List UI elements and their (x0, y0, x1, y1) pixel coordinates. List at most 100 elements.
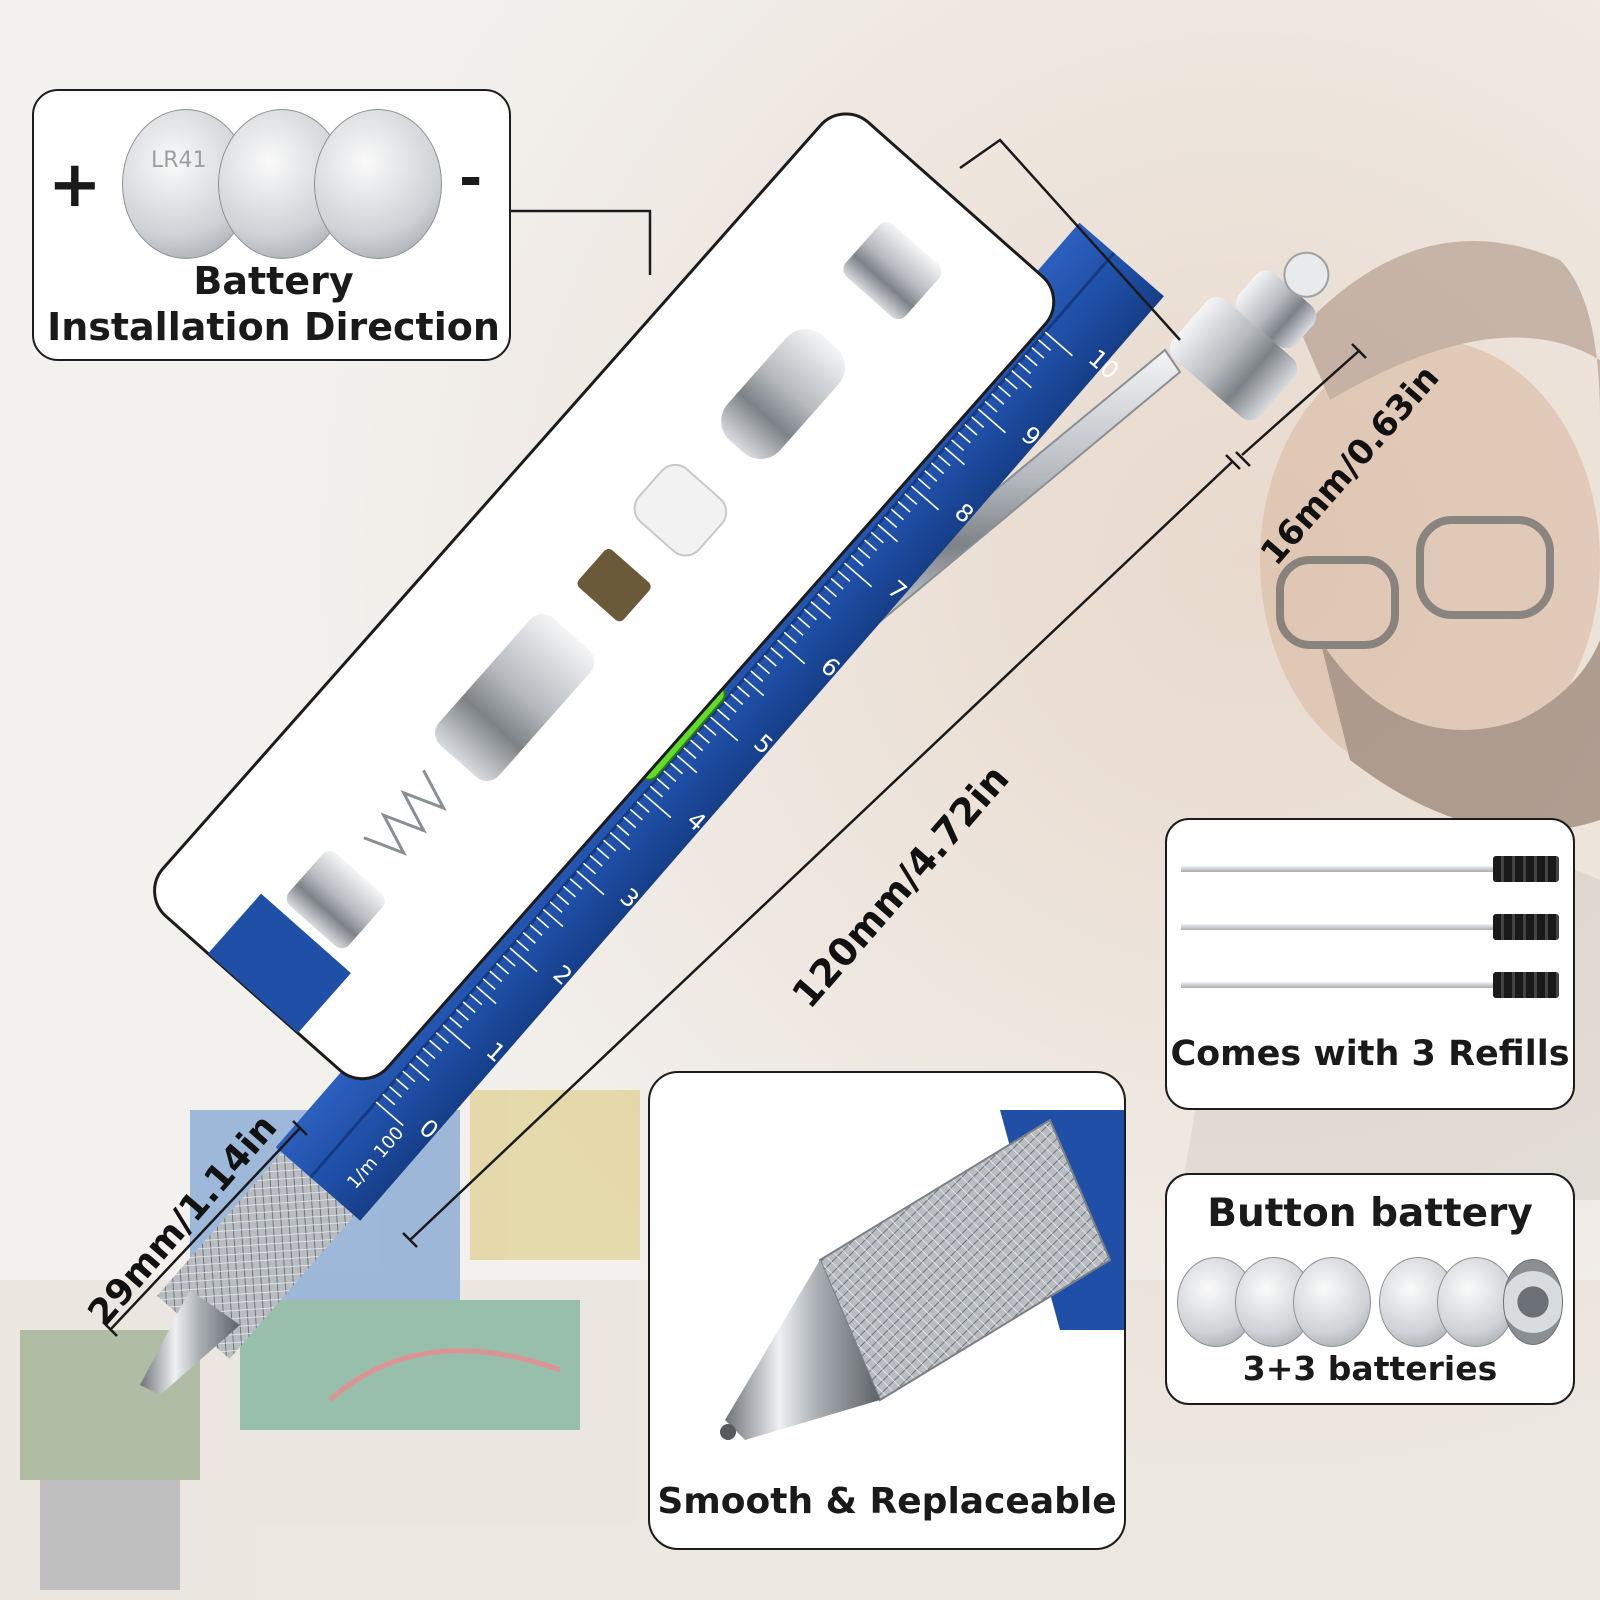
battery-installation-panel: + - LR41 Battery Installation Direction (32, 89, 511, 361)
ruler-tick (629, 808, 643, 821)
plus-sign: + (48, 148, 102, 222)
ruler-tick (730, 693, 744, 706)
ruler-tick (542, 908, 564, 928)
ruler-tick (1011, 370, 1032, 389)
ruler-tick (442, 1024, 471, 1050)
ruler-tick (904, 493, 918, 505)
ruler-tick (696, 731, 710, 744)
ruler-tick (1031, 346, 1045, 359)
ruler-tick (1024, 354, 1038, 367)
ruler-tick (643, 793, 672, 819)
ruler-tick (449, 1016, 463, 1029)
ruler-tick (850, 554, 864, 567)
ruler-tick (582, 862, 597, 875)
ruler-tick (690, 739, 704, 752)
ruler-tick (843, 562, 873, 588)
ruler-tick (435, 1032, 449, 1044)
refill-item (1181, 914, 1561, 940)
ruler-tick (870, 531, 884, 544)
ruler-tick (803, 608, 817, 621)
ruler-tick (609, 831, 631, 851)
exploded-view-panel (153, 112, 1056, 1081)
tip-closeup-art (650, 1073, 1124, 1548)
ruler-tick (408, 1062, 430, 1082)
ruler-tick (536, 916, 550, 929)
ruler-tick (910, 485, 940, 511)
ruler-tick (562, 885, 577, 898)
refill-item (1181, 856, 1561, 882)
exploded-thread-end (286, 851, 385, 949)
ruler-tick (810, 600, 832, 620)
ruler-tick (415, 1055, 429, 1067)
ruler-tick (576, 870, 605, 896)
ruler-tick (790, 624, 804, 636)
ruler-tick (623, 816, 637, 829)
battery-panel-title-2: Installation Direction (47, 305, 500, 349)
ruler-tick (502, 955, 516, 967)
battery-panel-title-1: Battery (193, 259, 354, 303)
dimension-lines (102, 138, 1367, 1337)
ruler-tick (830, 577, 844, 590)
ruler-tick (509, 947, 538, 973)
ruler-tick (971, 416, 985, 428)
ruler-tick (1038, 339, 1052, 351)
ruler-tick (482, 978, 496, 990)
ruler-tick (395, 1078, 409, 1090)
ruler-tick (890, 508, 904, 521)
ruler-tick (736, 685, 751, 698)
exploded-pen-body (208, 893, 351, 1034)
ruler-tick (777, 639, 806, 665)
ruler-tick (710, 716, 739, 742)
battery-group-a (1177, 1257, 1371, 1347)
button-battery-title: Button battery (1207, 1191, 1533, 1236)
button-battery-icon (1437, 1257, 1515, 1347)
minus-sign: - (459, 146, 483, 211)
ruler-tick (649, 785, 664, 798)
ruler-tick (656, 778, 670, 790)
ruler-tick (429, 1039, 443, 1052)
button-battery-icon (1293, 1257, 1371, 1347)
ruler-tick (964, 423, 978, 436)
ruler-tick (864, 539, 878, 552)
ruler-tick (884, 516, 898, 529)
ruler-tick (944, 447, 966, 466)
ruler-tick (489, 970, 503, 983)
pen-tip (140, 1290, 240, 1395)
ruler-tick (716, 708, 730, 721)
ruler-tick (937, 454, 951, 467)
ruler-tick (495, 962, 510, 975)
ruler-tick (589, 855, 603, 867)
tip-closeup-panel: Smooth & Replaceable (648, 1071, 1126, 1550)
button-battery-icon (314, 109, 442, 259)
ruler-tick (783, 631, 797, 644)
ruler-tick (770, 647, 784, 659)
ruler-tick (388, 1085, 403, 1098)
ruler-tick (703, 724, 717, 736)
pen-cap (1169, 296, 1298, 421)
refills-caption: Comes with 3 Refills (1170, 1034, 1570, 1074)
ruler-tick (984, 400, 998, 413)
led-light (1283, 251, 1330, 298)
ruler-tick (422, 1047, 436, 1060)
ruler-tick (1004, 377, 1018, 390)
ruler-tick (723, 701, 737, 713)
ruler-tick (897, 500, 911, 513)
ruler-tick (569, 878, 583, 890)
ruler-tick (603, 839, 617, 852)
battery-cell-label: LR41 (151, 148, 207, 173)
ruler-tick (797, 616, 811, 629)
ruler-tick (402, 1070, 416, 1083)
ruler-tick (549, 901, 563, 913)
ruler-tick (462, 1001, 476, 1013)
ruler-tick (375, 1101, 404, 1127)
battery-stack: LR41 (122, 109, 442, 269)
ruler-tick (817, 593, 831, 605)
ruler-tick (917, 477, 931, 490)
ruler-tick (469, 993, 483, 1006)
ruler-tick (951, 439, 965, 452)
ruler-tick (669, 762, 684, 775)
ruler-tick (1044, 331, 1073, 357)
ruler-tick (455, 1008, 469, 1021)
ruler-tick (924, 470, 938, 482)
ruler-tick (877, 524, 899, 543)
